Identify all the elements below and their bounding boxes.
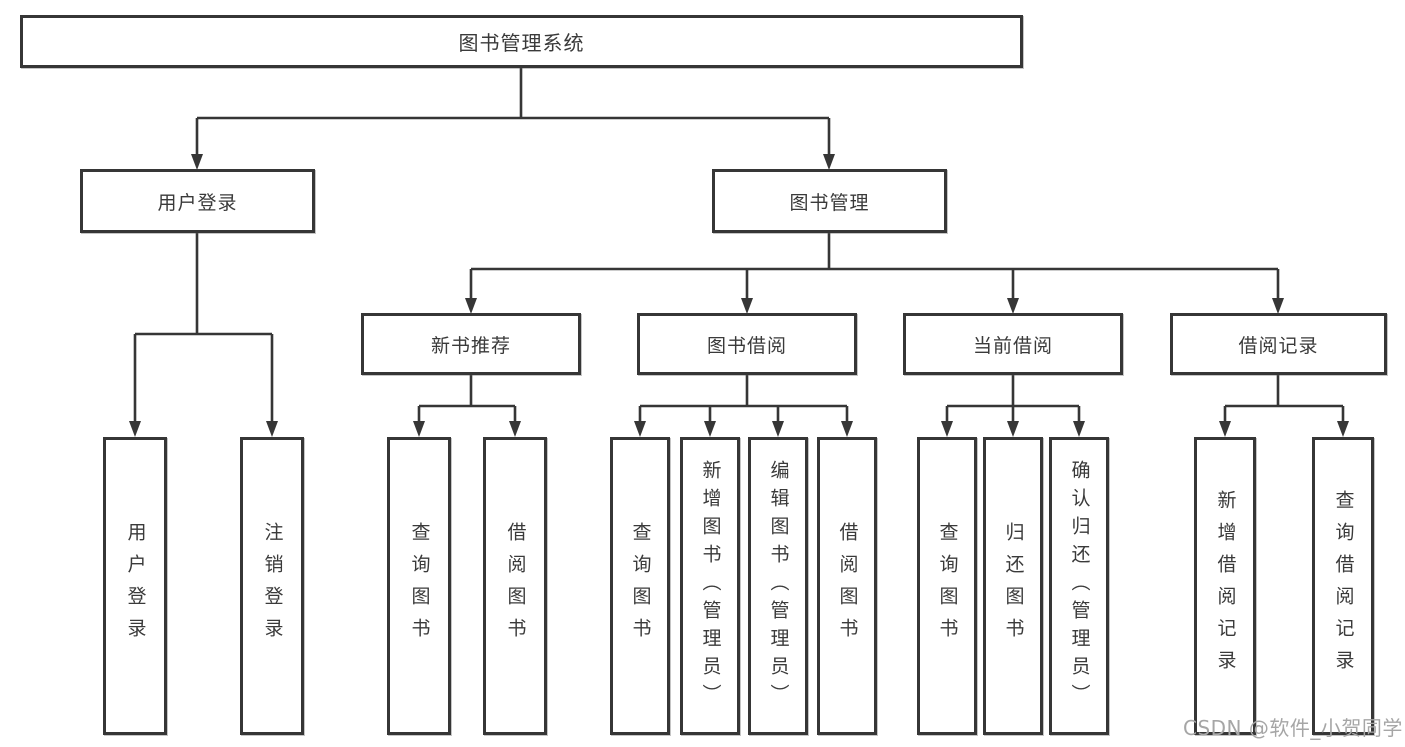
- node-leaf-query-books-recommend: 查询图书: [387, 437, 451, 735]
- watermark: CSDN @软件_小贺同学: [1183, 716, 1403, 740]
- node-leaf-add-borrow-record: 新增借阅记录: [1194, 437, 1256, 735]
- node-user-login: 用户登录: [80, 169, 315, 233]
- node-leaf-query-borrow-record: 查询借阅记录: [1312, 437, 1374, 735]
- node-leaf-query-books-current: 查询图书: [917, 437, 977, 735]
- node-leaf-borrow-books-recommend: 借阅图书: [483, 437, 547, 735]
- node-new-book-recommend: 新书推荐: [361, 313, 581, 375]
- node-leaf-return-books: 归还图书: [983, 437, 1043, 735]
- node-leaf-borrow-books: 借阅图书: [817, 437, 877, 735]
- node-library-system: 图书管理系统: [20, 15, 1023, 68]
- node-leaf-edit-books-admin: 编辑图书（管理员）: [748, 437, 808, 735]
- node-leaf-user-login: 用户登录: [103, 437, 167, 735]
- node-leaf-confirm-return-admin: 确认归还（管理员）: [1049, 437, 1109, 735]
- node-borrow-records: 借阅记录: [1170, 313, 1387, 375]
- node-leaf-query-books-borrow: 查询图书: [610, 437, 670, 735]
- arrowheads: [129, 154, 1349, 437]
- node-leaf-add-books-admin: 新增图书（管理员）: [680, 437, 740, 735]
- node-current-borrow: 当前借阅: [903, 313, 1123, 375]
- node-book-borrow: 图书借阅: [637, 313, 857, 375]
- node-book-management: 图书管理: [712, 169, 947, 233]
- node-leaf-logout: 注销登录: [240, 437, 304, 735]
